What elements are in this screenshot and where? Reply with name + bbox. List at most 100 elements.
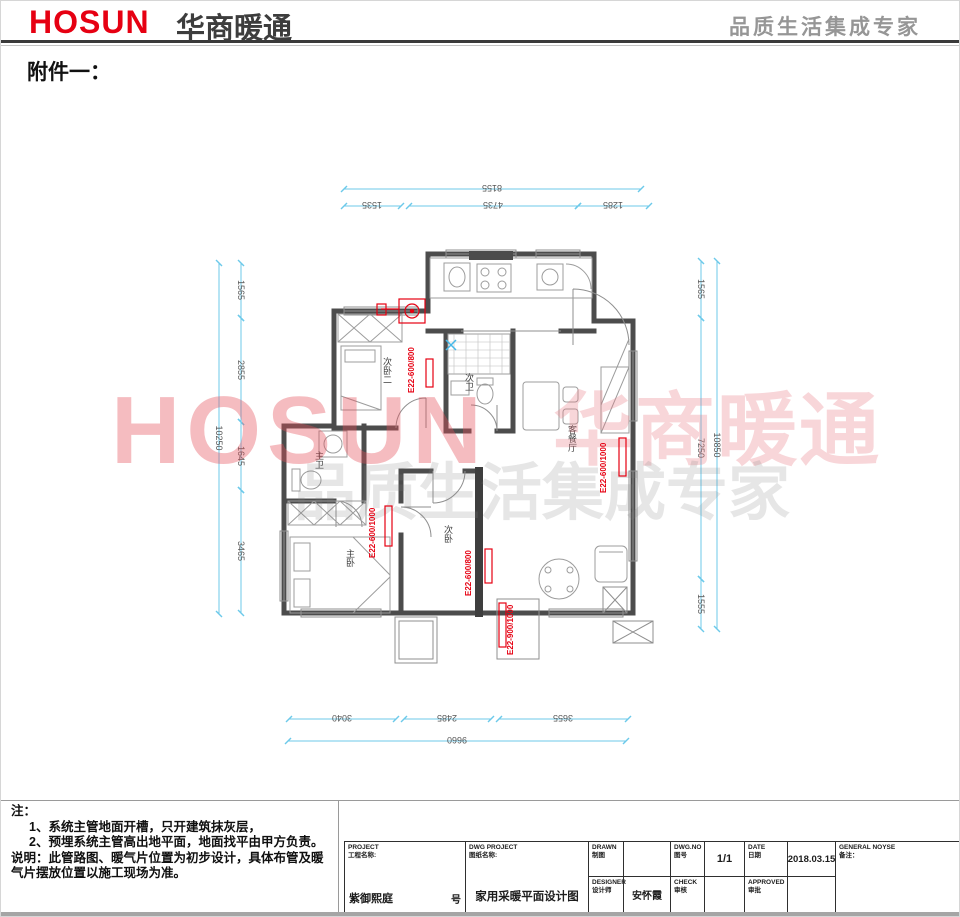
kitchen-fixtures (429, 251, 593, 299)
living-furniture (522, 338, 630, 600)
drawn-label-en: DRAWN (592, 844, 617, 851)
titleblock-drawn-value-cell (623, 841, 671, 877)
radiator-label-bedroom2: E22-600/800 (464, 550, 473, 596)
wardrobe-icon (337, 313, 403, 343)
notes-table-divider (338, 800, 339, 913)
date-label-en: DATE (748, 844, 766, 851)
room-label-bath2: 次卫 (464, 372, 474, 391)
hosun-logo: HOSUN (29, 4, 150, 40)
round-table-icon (538, 558, 580, 600)
note-remark: 说明：此管路图、暖气片位置为初步设计，具体布管及暖气片摆放位置以施工现场为准。 (11, 850, 324, 881)
titleblock-approved-value-cell (787, 876, 836, 913)
balconies-and-shafts (394, 586, 654, 664)
titleblock-check-value-cell (704, 876, 745, 913)
dining-table-icon (522, 381, 560, 431)
titleblock-check-cell: CHECK 审核 (670, 876, 705, 913)
dimensions-top: 8155 1535 4735 1285 (340, 183, 653, 210)
dim-left-seg3: 1645 (236, 446, 246, 466)
approved-label-cn: 审批 (748, 886, 761, 894)
project-label-en: PROJECT (348, 844, 379, 851)
watermark-logo: HOSUN (111, 377, 488, 484)
titleblock-project-cell: PROJECT 工程名称: 紫御熙庭 号 (344, 841, 466, 913)
approved-label-en: APPROVED (748, 879, 785, 886)
project-value: 紫御熙庭 (349, 893, 393, 905)
dim-right-seg1: 1565 (696, 279, 706, 299)
titleblock-date-cell: DATE 日期 (744, 841, 788, 877)
basin-icon (536, 263, 564, 291)
dim-right-seg2: 7250 (696, 438, 706, 458)
interior-walls (281, 328, 597, 617)
header-underline (1, 45, 959, 46)
titleblock-dwgno-cell: DWG.NO 图号 (670, 841, 705, 877)
dim-right-total: 10850 (712, 432, 722, 457)
dim-top-total: 8155 (482, 183, 502, 193)
exterior-walls (281, 251, 636, 616)
brand-slogan: 品质生活集成专家 (729, 16, 921, 39)
room-label-bedroom3: 次卧二 (382, 356, 392, 384)
range-hood-icon (469, 251, 513, 260)
master-bath-fixtures (291, 430, 348, 492)
dim-bottom-seg2: 2485 (437, 713, 457, 723)
armchair-icon (594, 545, 628, 583)
titleblock-drawn-cell: DRAWN 制图 (588, 841, 624, 877)
dwgno-label-en: DWG.NO (674, 844, 702, 851)
dimensions-left: 10250 1565 2855 1645 3465 (214, 259, 246, 618)
watermark-brand: 华商暖通 (553, 386, 881, 475)
titleblock-dwg-cell: DWG PROJECT 图纸名称: 家用采暖平面设计图 (465, 841, 589, 913)
dimensions-bottom: 3040 2485 3655 9660 (284, 713, 632, 745)
room-label-bedroom2: 次卧 (443, 524, 453, 544)
shower-icon (447, 333, 511, 375)
dwg-label-en: DWG PROJECT (469, 844, 518, 851)
note-line-2: 2、预埋系统主管高出地平面，地面找平由甲方负责。 (29, 835, 324, 849)
boiler-icon (376, 298, 426, 324)
dim-right-seg3: 1555 (696, 594, 706, 614)
dim-top-seg2: 4735 (483, 200, 503, 210)
notes-heading: 注： (11, 804, 37, 818)
brand-name: 华商暖通 (176, 13, 293, 45)
drain-marker-icon (445, 339, 457, 351)
room-label-master-bath: 主卫 (314, 450, 324, 469)
stove-icon (476, 263, 512, 293)
dwgno-value: 1/1 (716, 853, 733, 865)
dwgno-label-cn: 图号 (674, 851, 687, 859)
titleblock-dwgno-value-cell: 1/1 (704, 841, 745, 877)
dwg-value: 家用采暖平面设计图 (475, 891, 579, 903)
cabinet-icon (600, 366, 630, 434)
project-label-cn: 工程名称: (348, 851, 377, 859)
bottom-panel-divider (1, 800, 959, 801)
date-value: 2018.03.15 (787, 853, 836, 865)
dimensions-right: 1565 7250 1555 10850 (696, 257, 722, 633)
notes-block: 注： 1、系统主管地面开槽，只开建筑抹灰层， 2、预埋系统主管高出地平面，地面找… (11, 804, 333, 882)
bed-icon (289, 536, 391, 614)
dim-top-seg1: 1535 (362, 200, 382, 210)
page-bottom-strip (1, 912, 959, 916)
titleblock-date-value-cell: 2018.03.15 (787, 841, 836, 877)
toilet-icon (291, 468, 301, 492)
radiator-label-hall: E22-600/1000 (368, 507, 377, 558)
check-label-cn: 审核 (674, 886, 687, 894)
sink-icon (443, 262, 471, 292)
designer-label-en: DESIGNER (592, 879, 626, 886)
watermark-slogan: 品质生活集成专家 (294, 459, 791, 528)
washer-icon (318, 430, 348, 458)
dwg-label-cn: 图纸名称: (469, 851, 498, 859)
general-label-cn: 备注： (839, 851, 859, 859)
project-suffix: 号 (451, 895, 461, 906)
attachment-title: 附件一： (27, 61, 111, 84)
radiator-tag (618, 437, 627, 477)
dim-left-seg4: 3465 (236, 541, 246, 561)
note-line-1: 1、系统主管地面开槽，只开建筑抹灰层， (29, 819, 261, 834)
bedroom3-furniture (337, 313, 403, 411)
titleblock-designer-cell: DESIGNER 设计师 (588, 876, 626, 913)
designer-value: 安怀霞 (632, 891, 662, 902)
dim-bottom-seg1: 3040 (332, 713, 352, 723)
dim-bottom-seg3: 3655 (553, 713, 573, 723)
radiator-label-living: E22-600/1000 (599, 442, 608, 493)
dim-bottom-total: 9660 (447, 735, 467, 745)
titleblock-general-cell: GENERAL NOYSE 备注： (835, 841, 959, 913)
chair-icon (562, 408, 579, 425)
bath2-fixtures (447, 333, 511, 405)
